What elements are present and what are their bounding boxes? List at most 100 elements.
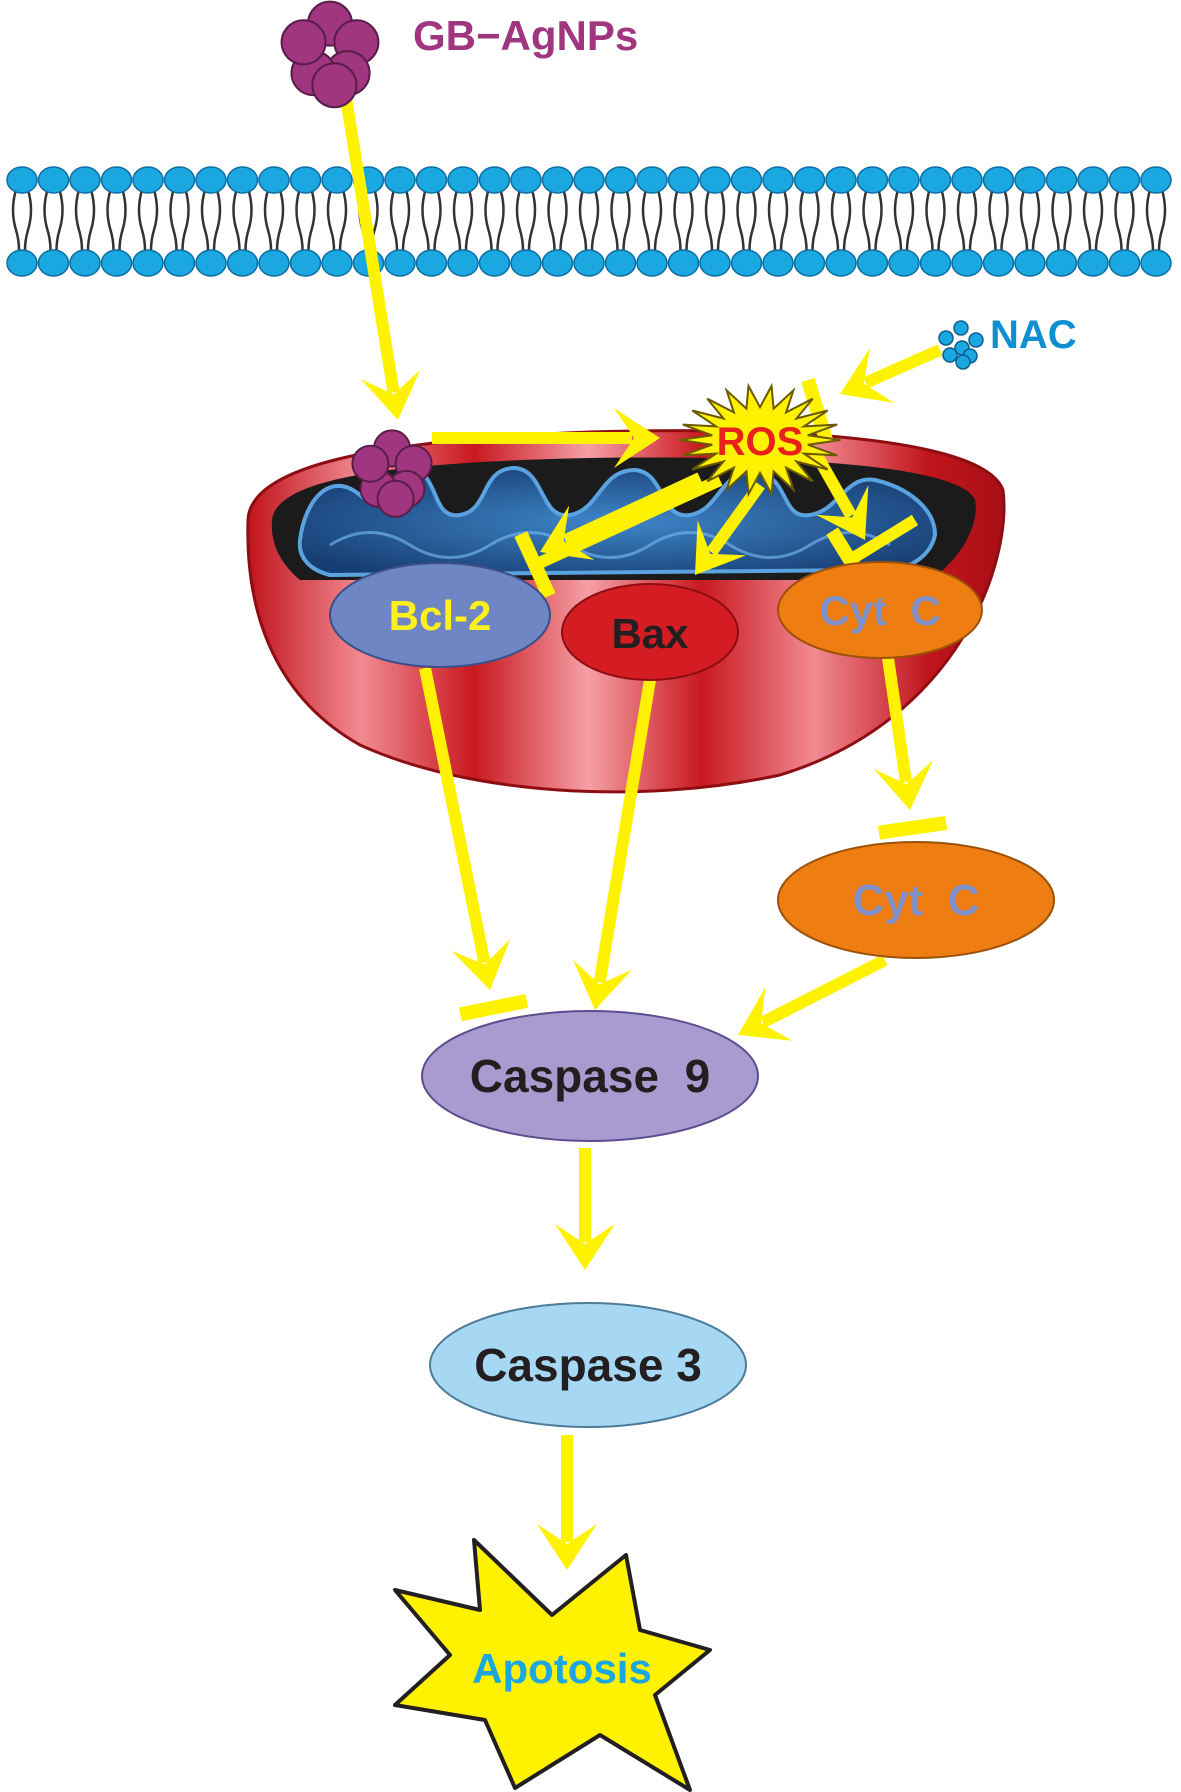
nanoparticle [311, 62, 358, 109]
lipid-head [573, 249, 605, 277]
pathway-arrows [339, 91, 948, 1570]
arrow-head [451, 938, 511, 990]
arrow-head [873, 760, 934, 810]
lipid-head [69, 249, 101, 277]
nanoparticle [376, 479, 415, 518]
lipid-head [919, 249, 952, 277]
nanoparticle-cluster-mitochondrion [351, 429, 433, 518]
arrow-bax-to-casp9 [593, 679, 656, 984]
lipid-head [604, 249, 637, 277]
lipid-head [6, 249, 38, 277]
bax-label: Bax [611, 610, 689, 657]
lipid-head [163, 166, 196, 194]
lipid-head [258, 249, 290, 277]
ros-burst-icon [679, 382, 841, 498]
gb-agnps-label: GB−AgNPs [413, 12, 638, 59]
lipid-head [793, 166, 826, 194]
lipid-head [762, 166, 794, 194]
lipid-head [321, 249, 353, 277]
lipid-head [1140, 166, 1172, 194]
lipid-head [226, 249, 259, 277]
nac-dot [938, 330, 954, 346]
arrow-bcl2-to-casp9-bar [458, 994, 529, 1022]
lipid-head [604, 166, 637, 194]
lipid-head [100, 249, 133, 277]
lipid-head [384, 166, 416, 194]
nanoparticle [351, 444, 390, 483]
lipid-head [321, 166, 353, 194]
lipid-head [730, 166, 763, 194]
arrow-cytc-release-bar [877, 816, 948, 840]
lipid-head [1014, 249, 1046, 277]
lipid-head [667, 249, 700, 277]
lipid-head [1077, 166, 1109, 194]
lipid-head [856, 249, 889, 277]
lipid-head [447, 249, 479, 277]
lipid-head [1014, 166, 1046, 194]
arrow-head [738, 987, 793, 1041]
arrow-head [537, 1524, 597, 1570]
lipid-head [793, 249, 826, 277]
cytc-cyto-label: Cyt C [852, 876, 979, 925]
nanoparticle [280, 19, 327, 66]
nac-dot [968, 332, 984, 348]
lipid-head [982, 166, 1015, 194]
lipid-head [37, 166, 70, 194]
lipid-head [762, 249, 794, 277]
nac-molecule-icon [938, 320, 984, 370]
arrow-nac-to-ros [863, 344, 943, 389]
caspase3-node [429, 1302, 747, 1428]
lipid-head [384, 249, 416, 277]
lipid-head [856, 166, 889, 194]
lipid-head [289, 249, 322, 277]
cell-membrane [6, 166, 1172, 277]
lipid-head [195, 249, 227, 277]
lipid-head [1108, 249, 1141, 277]
lipid-head [919, 166, 952, 194]
caspase3-label: Caspase 3 [474, 1339, 702, 1391]
lipid-head [1108, 166, 1141, 194]
tbar-nac-to-cytc [846, 514, 919, 566]
cytc-cyto-node [777, 841, 1055, 959]
arrow-ros-to-cytc [809, 449, 857, 519]
lipid-head [69, 166, 101, 194]
lipid-head [195, 166, 227, 194]
arrow-head [540, 505, 595, 560]
arrow-ros-toward-bcl2 [562, 472, 703, 546]
lipid-head [510, 249, 542, 277]
arrow-head [695, 520, 747, 575]
bax-node [561, 583, 739, 681]
lipid-head [226, 166, 259, 194]
bcl2-node [329, 562, 551, 668]
arrow-head [555, 1224, 615, 1270]
lipid-head [447, 166, 479, 194]
lipid-head [415, 249, 448, 277]
lipid-head [636, 249, 668, 277]
lipid-head [888, 249, 920, 277]
lipid-head [478, 249, 511, 277]
arrow-bcl2-to-casp9 [419, 666, 491, 964]
lipid-head [132, 166, 164, 194]
caspase9-label: Caspase 9 [470, 1050, 710, 1102]
lipid-head [1045, 166, 1078, 194]
arrow-head [572, 959, 633, 1010]
lipid-head [888, 166, 920, 194]
lipid-head [951, 166, 983, 194]
lipid-head [289, 166, 322, 194]
cytc-mito-node [777, 561, 983, 659]
lipid-head [636, 166, 668, 194]
nac-dot [955, 354, 971, 370]
nac-label: NAC [990, 313, 1077, 357]
caspase9-node [421, 1010, 759, 1142]
lipid-head [825, 249, 857, 277]
lipid-head [1077, 249, 1109, 277]
arrow-agnps-to-mito [339, 91, 400, 394]
lipid-head [699, 166, 731, 194]
arrow-head [361, 369, 421, 420]
lipid-head [667, 166, 700, 194]
mitochondrion-crista-line [329, 531, 891, 559]
ros-label: ROS [717, 420, 804, 464]
nac-dot [942, 347, 958, 363]
lipid-head [1140, 249, 1172, 277]
arrow-cytc-to-casp9 [760, 954, 888, 1028]
